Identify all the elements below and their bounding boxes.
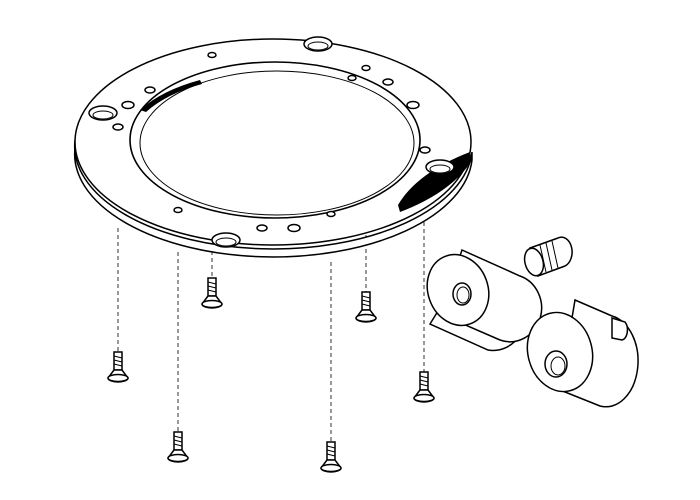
countersunk-screw	[355, 291, 377, 323]
set-screw	[523, 236, 573, 277]
screws	[107, 277, 435, 473]
countersunk-screw	[320, 441, 342, 473]
countersunk-screw	[167, 431, 189, 463]
ring-plate	[73, 36, 473, 258]
countersunk-screw	[413, 371, 435, 403]
spacer-threaded	[426, 248, 543, 352]
countersunk-screw	[107, 351, 129, 383]
countersunk-screw	[201, 277, 223, 309]
spacer-bore	[526, 298, 639, 408]
mounting-holes	[88, 36, 455, 248]
